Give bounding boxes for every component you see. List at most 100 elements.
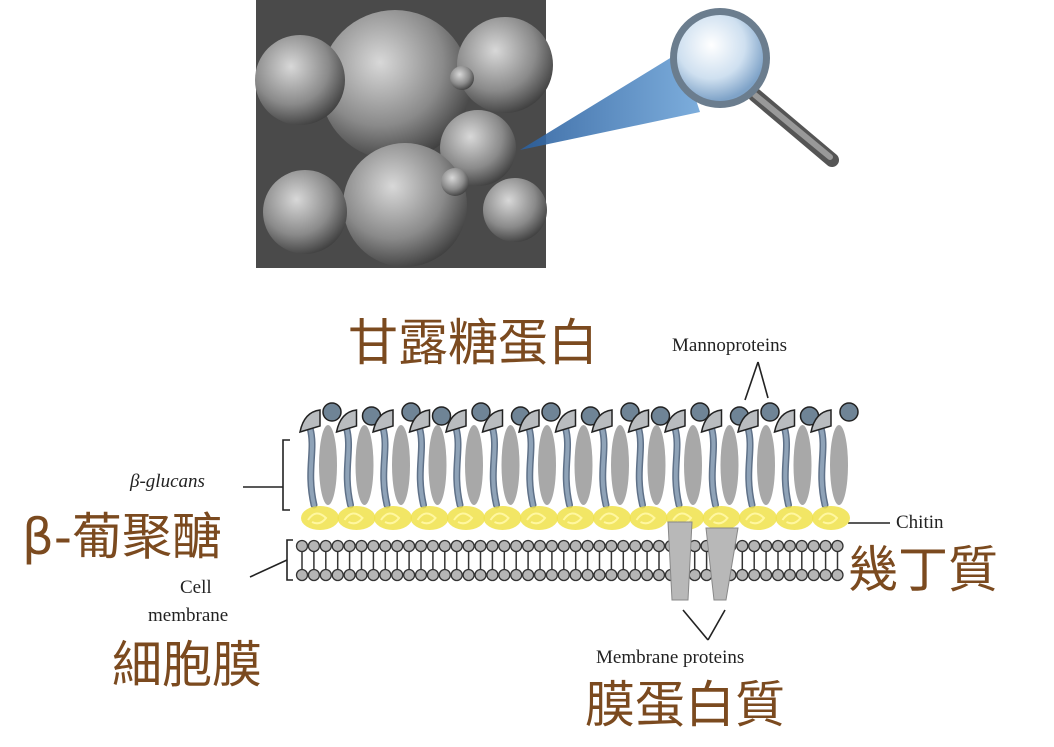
- lipid-head: [474, 568, 487, 582]
- glucan-strand: [600, 426, 608, 507]
- glucan-ellipse: [720, 425, 739, 505]
- lipid-head: [533, 539, 547, 553]
- mannoprotein-wedge: [700, 409, 723, 434]
- lipid-head: [402, 539, 416, 553]
- mannoprotein-sphere: [471, 402, 491, 422]
- lipid-head: [581, 568, 594, 582]
- mannoproteins-label-zh: 甘露糖蛋白: [348, 314, 598, 372]
- mannoproteins-label: Mannoproteins: [672, 335, 788, 356]
- mannoprotein-wedge: [445, 409, 467, 434]
- lipid-head: [593, 568, 606, 582]
- mannoprotein-wedge: [481, 409, 504, 434]
- mannoprotein-wedge: [299, 409, 321, 434]
- lipid-head: [533, 568, 547, 582]
- lipid-head: [569, 539, 582, 553]
- glucan-strand: [673, 426, 681, 507]
- lipid-head: [474, 539, 487, 553]
- cell-membrane-label-2: membrane: [148, 605, 229, 626]
- glucan-ellipse: [428, 425, 447, 505]
- yeast-micrograph: [255, 0, 553, 268]
- mannoprotein-sphere: [650, 406, 671, 426]
- lipid-head: [771, 568, 785, 582]
- mannoprotein-sphere: [541, 402, 561, 422]
- mannoprotein-wedge: [591, 409, 613, 434]
- chitin-fiber: [489, 512, 510, 525]
- lipid-head: [617, 539, 630, 553]
- cell-wall-layers: [295, 402, 859, 601]
- lipid-head: [581, 539, 594, 553]
- mannoprotein-wedge: [664, 409, 686, 434]
- glucan-strand: [417, 426, 426, 507]
- lipid-head: [759, 539, 773, 553]
- lipid-head: [640, 539, 654, 553]
- glucans-label: β-glucans: [130, 471, 205, 492]
- glucans-label-zh: β-葡聚醣: [22, 508, 222, 566]
- mannoprotein-wedge: [518, 409, 540, 434]
- mannoprotein-wedge: [810, 409, 832, 434]
- pointer-lines: [243, 361, 890, 641]
- lipid-head: [319, 568, 332, 582]
- lipid-head: [688, 568, 701, 582]
- lipid-head: [771, 539, 785, 553]
- glucan-ellipse: [574, 425, 593, 505]
- lipid-head: [343, 568, 356, 582]
- glucan-strand: [490, 426, 499, 507]
- lipid-head: [331, 568, 344, 582]
- mannoprotein-wedge: [773, 409, 796, 434]
- lipid-head: [450, 539, 463, 553]
- lipid-head: [783, 568, 797, 582]
- lipid-head: [331, 539, 344, 553]
- chitin-fiber: [812, 506, 850, 530]
- lipid-head: [593, 539, 606, 553]
- lipid-head: [557, 539, 570, 553]
- chitin-fiber: [301, 506, 339, 530]
- lipid-head: [521, 568, 535, 582]
- chitin-fiber: [526, 512, 547, 525]
- mannoprotein-sphere: [760, 402, 780, 422]
- chitin-fiber: [781, 512, 802, 525]
- glucan-strand: [636, 426, 645, 507]
- lipid-head: [605, 568, 618, 582]
- lipid-head: [426, 568, 440, 582]
- lipid-head: [748, 539, 761, 553]
- glucan-strand: [527, 426, 535, 507]
- lipid-head: [510, 568, 523, 582]
- membrane-protein: [705, 527, 739, 601]
- lipid-head: [795, 539, 808, 553]
- chitin-fiber: [635, 512, 656, 525]
- mannoprotein-wedge: [554, 409, 577, 434]
- lipid-head: [414, 568, 428, 582]
- lipid-head: [831, 568, 844, 582]
- lipid-head: [807, 539, 820, 553]
- glucan-ellipse: [830, 425, 848, 505]
- lipid-head: [629, 568, 642, 582]
- glucan-ellipse: [355, 425, 374, 505]
- chitin-fiber: [745, 512, 766, 525]
- glucan-strand: [381, 426, 389, 507]
- mannoprotein-sphere: [839, 402, 859, 422]
- glucan-strand: [782, 426, 791, 507]
- glucan-strand: [746, 426, 754, 507]
- lipid-head: [414, 539, 428, 553]
- lipid-head: [462, 568, 475, 582]
- lipid-head: [748, 568, 761, 582]
- lipid-head: [307, 539, 321, 553]
- lipid-head: [545, 568, 559, 582]
- chitin-fiber: [629, 506, 668, 530]
- membrane-proteins-label-zh: 膜蛋白質: [585, 676, 785, 734]
- lipid-head: [319, 539, 332, 553]
- chitin-fiber: [380, 512, 401, 525]
- lipid-head: [521, 539, 535, 553]
- lipid-head: [438, 568, 451, 582]
- lipid-head: [557, 568, 570, 582]
- lipid-head: [629, 539, 642, 553]
- lipid-head: [736, 568, 749, 582]
- chitin-fiber: [410, 506, 449, 530]
- chitin-fiber: [702, 506, 741, 530]
- chitin-fiber: [307, 512, 328, 525]
- lipid-head: [307, 568, 321, 582]
- chitin-fiber: [775, 506, 814, 530]
- mannoprotein-wedge: [737, 409, 759, 434]
- chitin-label-zh: 幾丁質: [848, 541, 998, 599]
